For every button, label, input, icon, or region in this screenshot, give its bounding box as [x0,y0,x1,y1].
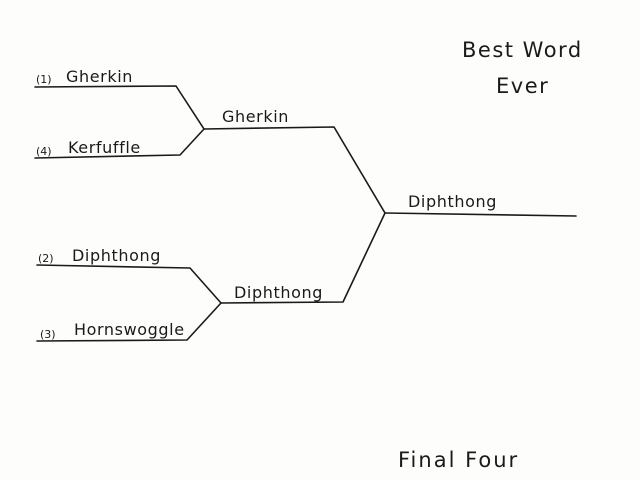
semifinal-winner-top: Gherkin [222,107,289,126]
entry-hornswoggle: (3) Hornswoggle [40,320,185,341]
title-line-2: Ever [496,74,549,98]
entry-name: Diphthong [72,246,161,265]
seed-label: (3) [40,328,56,341]
semifinal-winner-bottom: Diphthong [234,283,323,302]
footer-caption: Final Four [398,448,519,472]
bracket-line-r1-3 [36,302,222,342]
entry-kerfuffle: (4) Kerfuffle [36,138,141,158]
seed-label: (2) [38,252,54,265]
entry-diphthong: (2) Diphthong [38,246,161,265]
bracket-line-final [384,212,577,217]
bracket-line-r1-1 [34,85,205,130]
seed-label: (4) [36,145,52,158]
entry-name: Kerfuffle [68,138,141,157]
entry-name: Hornswoggle [74,320,185,339]
seed-label: (1) [36,73,52,86]
champion-name: Diphthong [408,192,497,211]
bracket-line-semi-bottom [220,212,386,304]
bracket-line-r1-4 [34,128,205,159]
bracket-line-r1-2 [36,264,222,304]
bracket-line-semi-top [203,126,386,214]
title-line-1: Best Word [462,38,583,62]
entry-gherkin: (1) Gherkin [36,67,133,86]
entry-name: Gherkin [66,67,133,86]
